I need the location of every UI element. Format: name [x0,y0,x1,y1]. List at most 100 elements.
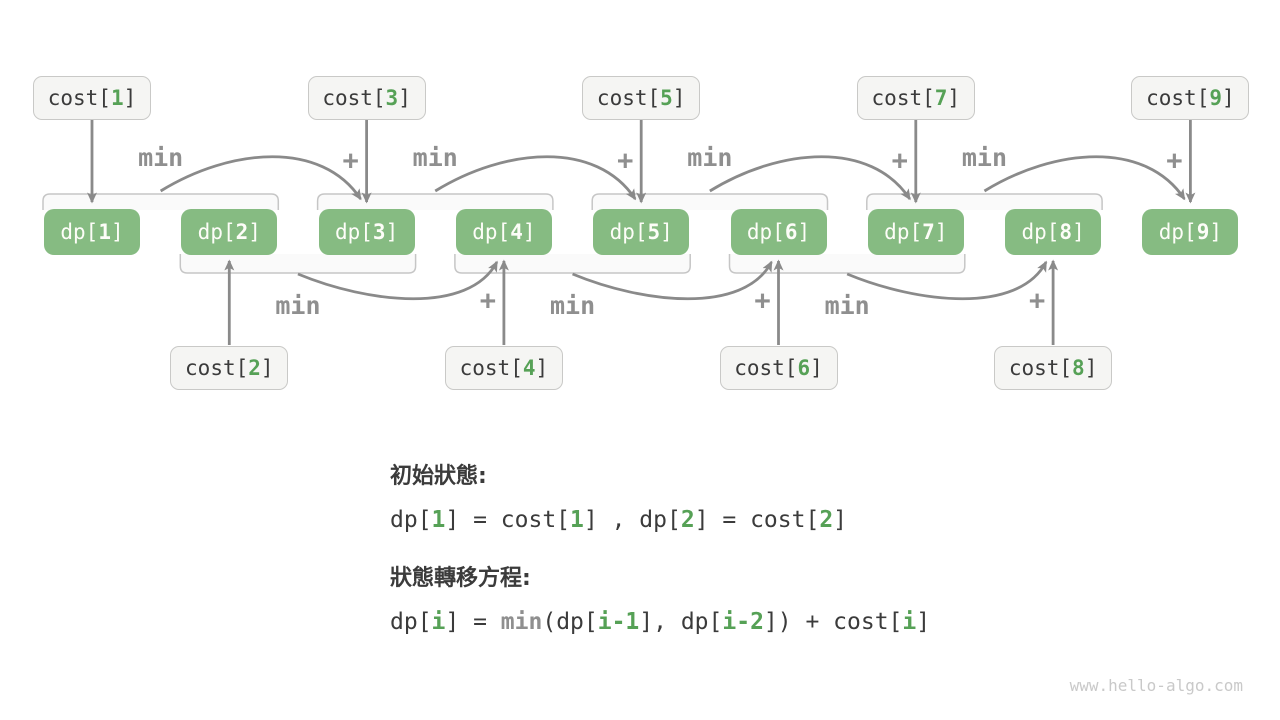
min-label-bottom: min [825,291,870,320]
min-label-top: min [413,143,458,172]
min-label-top: min [687,143,732,172]
equation-token: ], dp[ [639,609,723,635]
node-label: dp[ [1158,220,1197,244]
min-arc-bottom [572,260,773,301]
dp-node-1: dp[1] [44,209,140,255]
node-label: cost[ [734,356,798,380]
node-label: dp[ [197,220,236,244]
node-index: 5 [647,220,661,244]
node-label: dp[ [334,220,373,244]
node-index: 1 [98,220,111,244]
initial-state-equation: dp[1] = cost[1] , dp[2] = cost[2] [390,505,930,535]
node-label: ] [398,86,411,110]
node-label: cost[ [1008,356,1073,380]
node-label: ] [672,86,686,110]
dp-node-9: dp[9] [1142,209,1239,255]
node-label: ] [248,220,261,244]
node-label: dp[ [884,220,923,244]
plus-label-top: + [1166,145,1182,176]
plus-label-top: + [617,145,633,176]
node-index: 2 [235,220,249,244]
node-label: cost[ [871,86,935,110]
dp-node-5: dp[5] [593,209,690,255]
dp-node-3: dp[3] [318,209,415,255]
min-label-bottom: min [275,291,320,320]
node-label: dp[ [60,220,99,244]
transition-equation: dp[i] = min(dp[i-1], dp[i-2]) + cost[i] [390,607,930,637]
node-index: 7 [922,220,935,244]
site-watermark: www.hello-algo.com [1069,676,1243,695]
min-arc-bottom [846,260,1048,301]
node-label: ] [110,220,124,244]
node-label: ] [1209,220,1223,244]
node-label: ] [522,220,536,244]
node-index: 4 [522,356,536,380]
node-label: ] [1084,356,1098,380]
node-index: 8 [1072,356,1085,380]
min-arc-top [983,155,1186,201]
equation-token: 1 [431,507,446,533]
equation-token: i-1 [597,609,640,635]
equation-token: dp[ [390,609,432,635]
node-index: 1 [110,86,124,110]
cost-node-3: cost[3] [307,76,426,120]
node-label: cost[ [185,356,249,380]
dp-node-7: dp[7] [867,209,964,255]
pair-bracket-top [591,193,829,210]
equation-token: ] = cost[ [445,507,571,533]
node-index: 7 [934,86,948,110]
equation-token: ] [916,609,931,635]
node-label: cost[ [596,86,661,110]
node-index: 6 [784,220,798,244]
equation-token: 2 [680,507,695,533]
cost-node-1: cost[1] [33,76,151,120]
initial-state-heading: 初始狀態: [390,464,487,489]
cost-node-9: cost[9] [1131,76,1250,120]
node-label: cost[ [47,86,111,110]
node-label: cost[ [322,86,386,110]
node-label: ] [797,220,811,244]
cost-node-8: cost[8] [994,346,1113,390]
cost-node-5: cost[5] [582,76,701,120]
node-label: ] [123,86,137,110]
node-label: ] [535,356,549,380]
equations-panel: 初始狀態: dp[1] = cost[1] , dp[2] = cost[2] … [390,462,930,637]
dp-node-8: dp[8] [1005,209,1102,255]
equation-token: i [431,609,446,635]
pair-bracket-top [316,193,554,210]
node-label: ] [385,220,399,244]
node-index: 8 [1059,220,1073,244]
dp-node-4: dp[4] [455,209,552,255]
min-arc-top [709,155,911,201]
node-label: dp[ [746,220,785,244]
node-label: dp[ [1021,220,1060,244]
node-label: ] [810,356,823,380]
dp-node-6: dp[6] [730,209,827,255]
node-label: ] [934,220,948,244]
node-label: ] [260,356,274,380]
plus-label-bottom: + [480,285,496,316]
node-label: cost[ [1146,86,1210,110]
equation-token: ] = [445,609,501,635]
min-arc-top [434,155,637,201]
equation-token: dp[ [390,507,432,533]
node-index: 3 [385,86,399,110]
node-index: 5 [660,86,673,110]
pair-bracket-bottom [179,254,417,274]
cost-node-6: cost[6] [719,346,838,390]
node-index: 9 [1209,86,1222,110]
node-index: 3 [372,220,386,244]
equation-token: (dp[ [542,609,598,635]
plus-label-top: + [342,145,358,176]
node-index: 9 [1196,220,1210,244]
node-index: 6 [797,356,811,380]
equation-token: ] = cost[ [694,507,820,533]
min-label-top: min [962,143,1007,172]
cost-node-2: cost[2] [170,346,289,390]
plus-label-bottom: + [1029,285,1045,316]
min-label-top: min [138,143,183,172]
transition-heading: 狀態轉移方程: [390,566,531,591]
dp-node-2: dp[2] [181,209,278,255]
